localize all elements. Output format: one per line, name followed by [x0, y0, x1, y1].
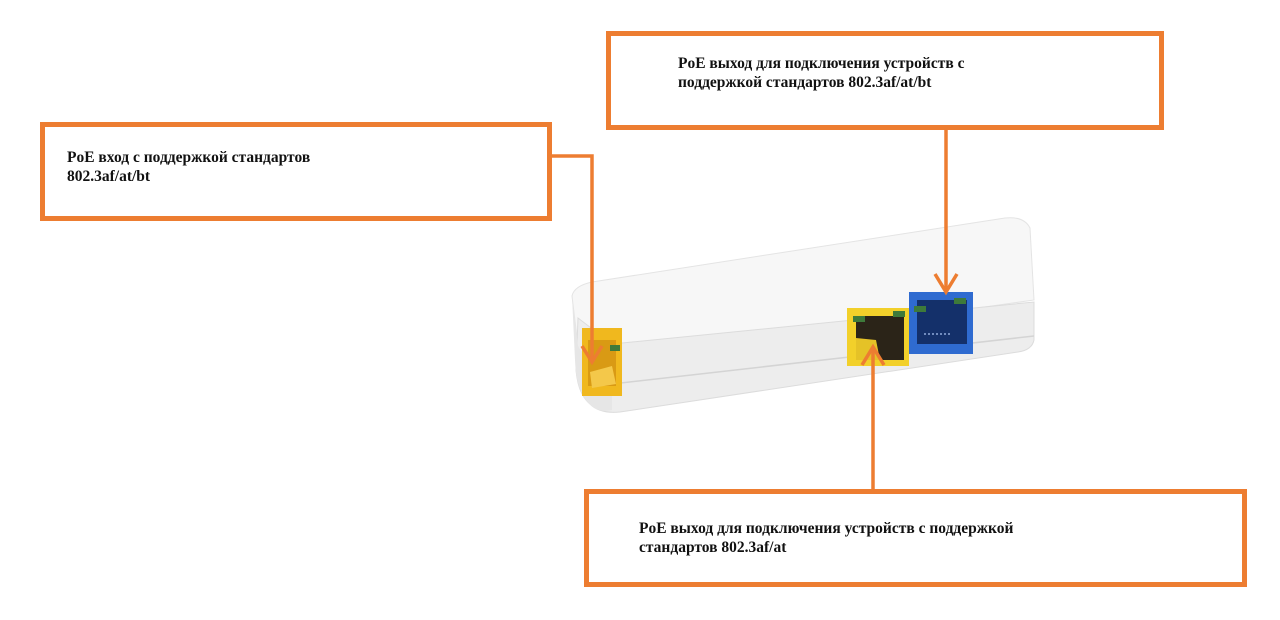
callout-left-line-1: PoE вход с поддержкой стандартов	[67, 149, 311, 166]
callout-bottom-text: PoE выход для подключения устройств с по…	[639, 519, 1239, 557]
connector-top	[933, 130, 959, 296]
callout-top-line-1: PoE выход для подключения устройств с	[678, 55, 965, 72]
connector-bottom	[860, 343, 886, 489]
callout-left-text: PoE вход с поддержкой стандартов 802.3af…	[67, 148, 527, 186]
callout-top-text: PoE выход для подключения устройств с по…	[678, 54, 1138, 92]
callout-bottom-line-2: стандартов 802.3af/at	[639, 539, 787, 556]
callout-top-line-2: поддержкой стандартов 802.3af/at/bt	[678, 74, 932, 91]
callout-left-poe-input: PoE вход с поддержкой стандартов 802.3af…	[40, 122, 552, 221]
callout-bottom-poe-output: PoE выход для подключения устройств с по…	[584, 489, 1247, 587]
callout-top-poe-output: PoE выход для подключения устройств с по…	[606, 31, 1164, 130]
connector-left	[552, 154, 604, 366]
callout-left-line-2: 802.3af/at/bt	[67, 168, 151, 185]
callout-bottom-line-1: PoE выход для подключения устройств с по…	[639, 520, 1014, 537]
blue-rj45-port	[909, 292, 973, 354]
